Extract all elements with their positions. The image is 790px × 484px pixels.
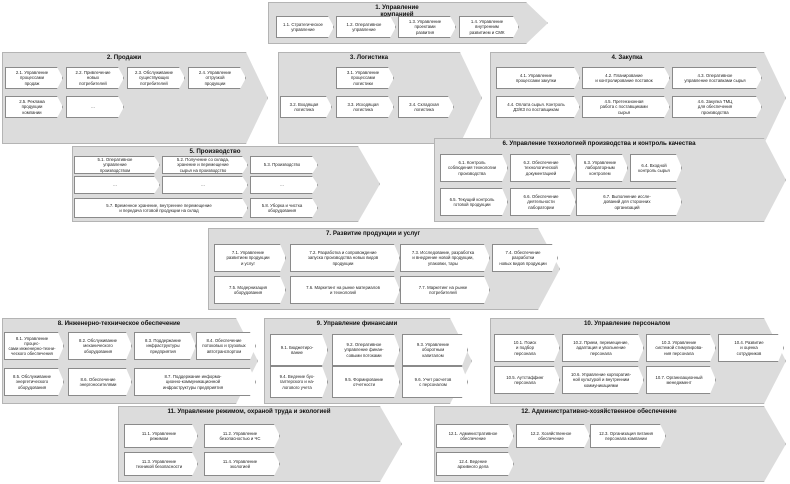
process-box[interactable]: 9.3. Управление оборотным капиталом [402,334,468,366]
process-box[interactable]: 8.5. Обслуживание энергетического оборуд… [4,368,64,396]
process-box[interactable]: 8.3. Поддержание инфраструктуры предприя… [134,332,196,360]
process-box[interactable]: 1.2. Оперативное управление [336,16,396,38]
process-box[interactable]: 12.2. Хозяйственное обеспечение [516,424,590,448]
process-box[interactable]: 4.2. Планирование и контролирование пост… [582,67,670,89]
process-box[interactable]: 9.1. Бюджетиро- вание [270,334,328,366]
process-box[interactable]: 10.6. Управление корпоратив- ной культур… [562,366,644,394]
process-box[interactable]: ... [74,176,160,194]
process-box[interactable]: 8.1. Управление процес- сами инженерно-т… [4,332,64,360]
process-box[interactable]: 7.1. Управление развитием продукции и ус… [214,244,286,272]
process-box[interactable]: 4.5. Претензионная работа с поставщиками… [582,96,670,118]
process-box[interactable]: 6.3. Управление лабораторным контролем [576,154,628,182]
group-title: 5. Производство [189,148,241,155]
process-box[interactable]: 4.3. Оперативное управление поставками с… [672,67,762,89]
process-box[interactable]: 8.6. Обеспечение энергоносителями [68,368,132,396]
process-box[interactable]: 5.2. Получение со склада, хранение и пер… [162,156,248,174]
process-box[interactable]: 6.1. Контроль соблюдения технологии прои… [440,154,508,182]
process-box[interactable]: 11.3. Управление техникой безопасности [124,452,198,476]
process-box[interactable]: 1.3. Управление проектами развития [398,16,456,38]
process-box[interactable]: 6.2. Обеспечение технологической докумен… [510,154,576,182]
process-box[interactable]: 5.8. Уборка и чистка оборудования [250,198,318,218]
process-box[interactable]: 8.4. Обеспечение потоковых и грузовых ав… [196,332,256,360]
process-box[interactable]: 9.6. Учет расчетов с персоналом [402,366,468,398]
process-box[interactable]: 7.4. Обеспечение разработки новых видов … [492,244,558,272]
process-box[interactable]: 10.3. Управление системой стимулирова- н… [646,334,716,362]
group-title: 2. Продажи [106,54,142,61]
group-title: 7. Развитие продукции и услуг [325,230,421,237]
process-box[interactable]: 2.5. Реклама продукции компании [5,96,63,118]
process-box[interactable]: 5.1. Оперативное управление производство… [74,156,160,174]
process-box[interactable]: 2.3. Обслуживание существующих потребите… [127,67,185,89]
process-box[interactable]: 4.1. Управление процессами закупки [496,67,580,89]
process-box[interactable]: 9.4. Ведение бух- галтерского и на- лого… [270,366,328,398]
process-box[interactable]: 6.7. Выполнение иссле- дований для сторо… [576,188,682,216]
process-box[interactable]: 9.2. Оперативное управление финан- совым… [332,334,400,366]
process-box[interactable]: 9.5. Формирование отчетности [332,366,400,398]
process-box[interactable]: 10.1. Поиск и подбор персонала [494,334,560,362]
process-box[interactable]: 6.5. Текущий контроль готовой продукции [440,188,508,216]
process-box[interactable]: 2.2. Привлечение новых потребителей [66,67,124,89]
process-box[interactable]: 3.1. Управление процессами логистики [336,67,394,89]
process-box[interactable]: 12.3. Организация питания персонала комп… [590,424,666,448]
process-box[interactable]: 12.4. Ведение архивного дела [436,452,514,476]
process-box[interactable]: 10.5. Аутстаффинг персонала [494,366,560,394]
process-box[interactable]: 10.4. Развитие и оценка сотрудников [718,334,784,362]
process-box[interactable]: 2.1. Управление процессами продаж [5,67,63,89]
group-title: 10. Управление персоналом [583,320,671,327]
process-box[interactable]: 8.7. Поддержание информа- ционно-коммуни… [134,368,256,396]
process-box[interactable]: 8.2. Обслуживание механического оборудов… [68,332,132,360]
group-title: 8. Инженерно-техническое обеспечение [57,320,181,327]
group-title: 1. Управление компанией [375,4,419,18]
process-box[interactable]: 1.4. Управление внутренним развитием и С… [459,16,519,38]
process-box[interactable]: 2.4. Управление отгрузкой продукции [188,67,246,89]
process-box[interactable]: ... [66,96,124,118]
process-box[interactable]: 6.4. Входной контроль сырья [630,154,682,182]
process-box[interactable]: 10.2. Прием, перемещение, адаптация и ув… [562,334,644,362]
group-title: 12. Административно-хозяйственное обеспе… [521,408,677,415]
process-box[interactable]: 1.1. Стратегическое управление [276,16,334,38]
process-box[interactable]: 3.2. Входящая логистика [280,96,332,118]
process-box[interactable]: 7.2. Разработка и сопровождение запуска … [290,244,400,272]
process-box[interactable]: 4.4. Оплата сырья. Контроль ДЗ/КЗ по пос… [496,96,580,118]
group-title: 9. Управление финансами [316,320,398,327]
process-box[interactable]: 4.6. Закупка ТМЦ для обеспечения произво… [672,96,762,118]
process-box[interactable]: 10.7. Организационный менеджмент [646,366,716,394]
process-box[interactable]: 7.7. Маркетинг на рынке потребителей [400,276,490,304]
process-box[interactable]: 11.4. Управление экологией [204,452,280,476]
process-box[interactable]: 3.4. Складская логистика [398,96,454,118]
process-box[interactable]: ... [250,176,318,194]
group-title: 3. Логистика [349,54,389,61]
process-box[interactable]: ... [162,176,248,194]
process-box[interactable]: 7.6. Маркетинг на рынке материалов и тех… [290,276,400,304]
process-box[interactable]: 11.1. Управление режимом [124,424,198,448]
process-box[interactable]: 7.3. Исследование, разработка и внедрени… [400,244,490,272]
process-box[interactable]: 5.3. Производство [250,156,318,174]
process-box[interactable]: 3.3. Исходящая логистика [336,96,394,118]
group-title: 6. Управление технологией производства и… [502,140,696,147]
process-box[interactable]: 12.1. Административное обеспечение [436,424,514,448]
group-title: 11. Управление режимом, охраной труда и … [167,408,331,415]
process-box[interactable]: 6.6. Обеспечение деятельности лаборатори… [510,188,576,216]
process-box[interactable]: 7.5. Модернизация оборудования [214,276,286,304]
group-title: 4. Закупка [611,54,643,61]
process-box[interactable]: 11.2. Управление безопасностью и ЧС [204,424,280,448]
process-box[interactable]: 5.7. Временное хранение, внутреннее пере… [74,198,248,218]
